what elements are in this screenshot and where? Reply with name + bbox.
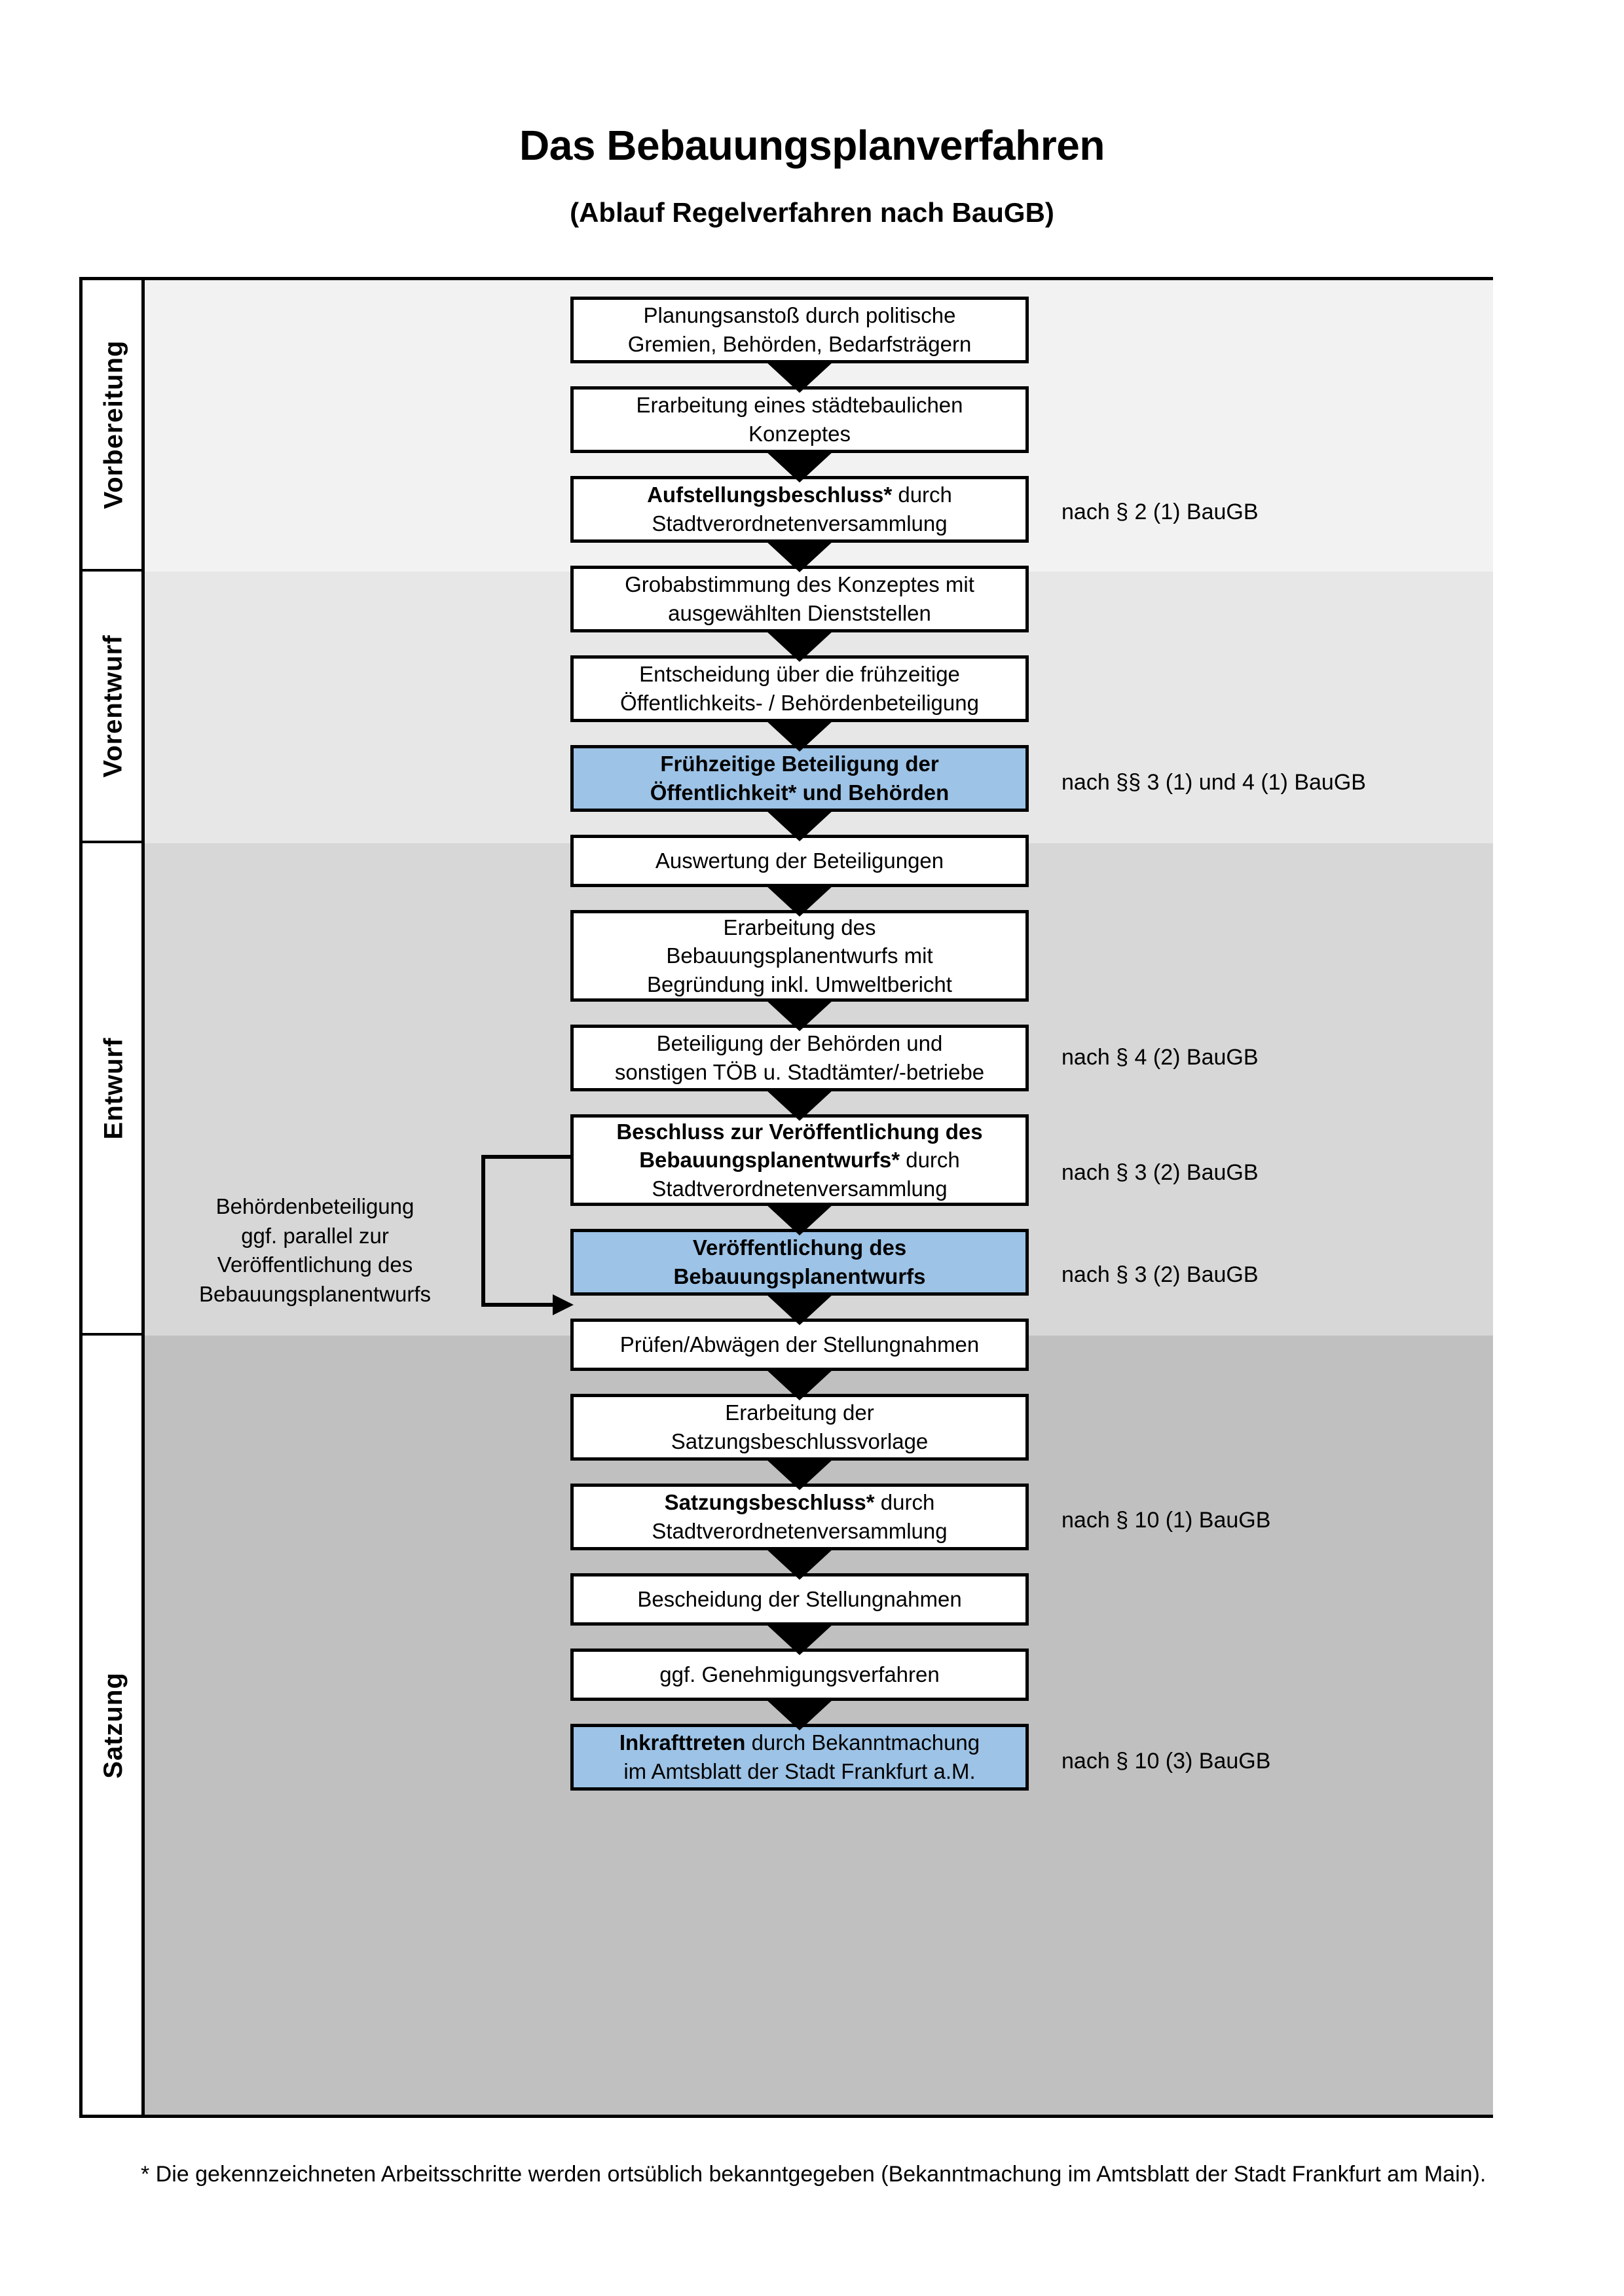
node-aufstellungsbeschluss[interactable]: Aufstellungsbeschluss* durch Stadtverord… xyxy=(570,476,1029,543)
stage-label-column: Vorbereitung Vorentwurf Entwurf Satzung xyxy=(83,280,145,2115)
node-line-3: Stadtverordnetenversammlung xyxy=(652,1176,948,1201)
node-line-2: Bebauungsplanentwurfs mit xyxy=(666,943,933,968)
stage-cell-entwurf: Entwurf xyxy=(83,843,145,1336)
flow-arrow-16 xyxy=(766,1699,834,1730)
flow-arrow-14 xyxy=(766,1548,834,1580)
annotation-par-3-1-4-1: nach §§ 3 (1) und 4 (1) BauGB xyxy=(1061,770,1366,795)
flow-arrow-15 xyxy=(766,1624,834,1655)
node-erarbeitung-satzungsvorlage[interactable]: Erarbeitung der Satzungsbeschlussvorlage xyxy=(570,1394,1029,1461)
annotation-par-10-1: nach § 10 (1) BauGB xyxy=(1061,1508,1271,1533)
node-line-1: Erarbeitung des xyxy=(723,915,876,939)
page-subtitle: (Ablauf Regelverfahren nach BauGB) xyxy=(570,197,1054,228)
node-line-2: im Amtsblatt der Stadt Frankfurt a.M. xyxy=(623,1759,976,1783)
node-line-1: Veröffentlichung des xyxy=(692,1235,907,1260)
node-bescheidung-stellungnahmen[interactable]: Bescheidung der Stellungnahmen xyxy=(570,1573,1029,1626)
node-line-1: Inkrafttreten durch Bekanntmachung xyxy=(619,1730,980,1755)
node-line-1: Beteiligung der Behörden und xyxy=(656,1031,943,1056)
side-note-line-4: Bebauungsplanentwurfs xyxy=(198,1281,432,1306)
flow-arrow-13 xyxy=(766,1459,834,1490)
page-title: Das Bebauungsplanverfahren xyxy=(519,122,1105,169)
node-line-1: Auswertung der Beteiligungen xyxy=(655,848,944,873)
stage-label-vorentwurf: Vorentwurf xyxy=(99,634,128,778)
node-line-1: Erarbeitung eines städtebaulichen xyxy=(636,393,963,418)
node-pruefen-abwaegen[interactable]: Prüfen/Abwägen der Stellungnahmen xyxy=(570,1319,1029,1371)
side-note-behoerdenbeteiligung: Behördenbeteiligung ggf. parallel zur Ve… xyxy=(171,1192,459,1309)
node-line-2: Gremien, Behörden, Bedarfsträgern xyxy=(627,332,972,356)
flow-arrow-4 xyxy=(766,630,834,662)
node-grobabstimmung[interactable]: Grobabstimmung des Konzeptes mit ausgewä… xyxy=(570,566,1029,632)
node-inkrafttreten[interactable]: Inkrafttreten durch Bekanntmachung im Am… xyxy=(570,1724,1029,1791)
flow-arrow-10 xyxy=(766,1204,834,1235)
node-satzungsbeschluss[interactable]: Satzungsbeschluss* durch Stadtverordnete… xyxy=(570,1484,1029,1550)
node-bold-part-2: Bebauungsplanentwurfs* xyxy=(639,1148,900,1173)
node-line-1: Frühzeitige Beteiligung der xyxy=(660,752,939,776)
node-line-2: Bebauungsplanentwurfs xyxy=(673,1264,926,1288)
node-line-2: Bebauungsplanentwurfs* durch xyxy=(639,1148,960,1173)
node-line-1: Planungsanstoß durch politische xyxy=(643,303,956,328)
node-line-1: Entscheidung über die frühzeitige xyxy=(639,662,960,687)
flow-arrow-2 xyxy=(766,451,834,483)
node-veroeffentlichung-bplan[interactable]: Veröffentlichung des Bebauungsplanentwur… xyxy=(570,1229,1029,1296)
node-planungsanstoss[interactable]: Planungsanstoß durch politische Gremien,… xyxy=(570,297,1029,363)
node-line-2: Öffentlichkeit* und Behörden xyxy=(650,780,950,805)
flowchart-frame: Vorbereitung Vorentwurf Entwurf Satzung … xyxy=(79,277,1493,2118)
node-beteiligung-behoerden-toeb[interactable]: Beteiligung der Behörden und sonstigen T… xyxy=(570,1025,1029,1091)
stage-cell-satzung: Satzung xyxy=(83,1336,145,2115)
stage-label-entwurf: Entwurf xyxy=(99,1037,128,1139)
flow-arrow-1 xyxy=(766,361,834,393)
node-line-2: Öffentlichkeits- / Behördenbeteiligung xyxy=(620,691,979,715)
node-line-1: Erarbeitung der xyxy=(725,1400,874,1425)
node-line-1: Bescheidung der Stellungnahmen xyxy=(637,1587,962,1612)
node-entscheidung-fruehzeitige[interactable]: Entscheidung über die frühzeitige Öffent… xyxy=(570,655,1029,722)
flow-arrow-12 xyxy=(766,1369,834,1400)
flow-arrow-6 xyxy=(766,810,834,841)
annotation-par-3-2-b: nach § 3 (2) BauGB xyxy=(1061,1262,1259,1287)
flow-arrow-9 xyxy=(766,1089,834,1121)
node-line-2: Konzeptes xyxy=(748,422,851,446)
node-line-3: Begründung inkl. Umweltbericht xyxy=(647,972,952,996)
node-line-1: Aufstellungsbeschluss* durch xyxy=(647,483,952,507)
flow-arrow-11 xyxy=(766,1294,834,1325)
flow-arrow-7 xyxy=(766,885,834,917)
node-line-1: ggf. Genehmigungsverfahren xyxy=(659,1662,940,1687)
node-line-2: ausgewählten Dienststellen xyxy=(668,601,931,625)
stage-label-satzung: Satzung xyxy=(99,1671,128,1779)
node-line-1: Prüfen/Abwägen der Stellungnahmen xyxy=(619,1332,980,1357)
node-line-1: Beschluss zur Veröffentlichung des xyxy=(616,1118,982,1146)
side-note-line-1: Behördenbeteiligung xyxy=(215,1194,415,1218)
node-beschluss-veroeffentlichung[interactable]: Beschluss zur Veröffentlichung des Bebau… xyxy=(570,1114,1029,1206)
node-line-1: Satzungsbeschluss* durch xyxy=(664,1490,935,1515)
side-note-line-2: ggf. parallel zur xyxy=(241,1223,389,1248)
node-line-2: sonstigen TÖB u. Stadtämter/-betriebe xyxy=(614,1060,985,1084)
node-genehmigungsverfahren[interactable]: ggf. Genehmigungsverfahren xyxy=(570,1649,1029,1701)
node-line-2: Satzungsbeschlussvorlage xyxy=(671,1429,929,1453)
node-bold-part: Aufstellungsbeschluss* xyxy=(647,483,893,507)
stage-cell-vorbereitung: Vorbereitung xyxy=(83,280,145,572)
footnote: * Die gekennzeichneten Arbeitsschritte w… xyxy=(141,2162,1486,2187)
node-erarbeitung-bplan-entwurf[interactable]: Erarbeitung des Bebauungsplanentwurfs mi… xyxy=(570,910,1029,1002)
node-auswertung-beteiligungen[interactable]: Auswertung der Beteiligungen xyxy=(570,835,1029,887)
stage-cell-vorentwurf: Vorentwurf xyxy=(83,572,145,843)
node-line-1: Grobabstimmung des Konzeptes mit xyxy=(625,572,974,597)
node-line-2: Stadtverordnetenversammlung xyxy=(652,1519,948,1543)
stage-label-vorbereitung: Vorbereitung xyxy=(99,340,128,509)
bracket-connector-arrow xyxy=(481,1155,574,1315)
annotation-par-4-2: nach § 4 (2) BauGB xyxy=(1061,1045,1259,1070)
node-bold-part: Satzungsbeschluss* xyxy=(664,1490,875,1515)
annotation-par-3-2-a: nach § 3 (2) BauGB xyxy=(1061,1160,1259,1185)
flow-arrow-3 xyxy=(766,541,834,572)
annotation-par-10-3: nach § 10 (3) BauGB xyxy=(1061,1749,1271,1774)
node-line-2: Stadtverordnetenversammlung xyxy=(652,511,948,536)
flow-arrow-8 xyxy=(766,1000,834,1031)
side-note-line-3: Veröffentlichung des xyxy=(217,1252,413,1277)
node-bold-part: Inkrafttreten xyxy=(619,1730,746,1755)
node-bold-part: Beschluss zur Veröffentlichung des xyxy=(616,1119,983,1144)
title-block: Das Bebauungsplanverfahren (Ablauf Regel… xyxy=(0,0,1624,228)
node-erarbeitung-konzept[interactable]: Erarbeitung eines städtebaulichen Konzep… xyxy=(570,386,1029,453)
flow-arrow-5 xyxy=(766,720,834,752)
annotation-par-2-1: nach § 2 (1) BauGB xyxy=(1061,500,1259,524)
node-fruehzeitige-beteiligung[interactable]: Frühzeitige Beteiligung der Öffentlichke… xyxy=(570,745,1029,812)
